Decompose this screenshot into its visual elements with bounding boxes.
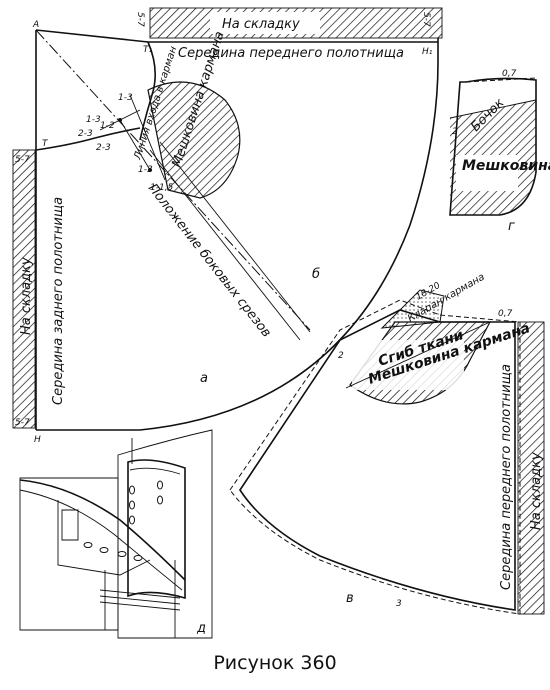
panel-letter-a: а [200, 371, 208, 386]
point-T1: Т₁ [143, 45, 152, 55]
mark-5-7-top: 5-7 [135, 12, 145, 27]
main-pattern [12, 7, 443, 431]
label-front-middle-v: Середина переднего полотнища [499, 364, 514, 590]
panel-letter-g: г [508, 219, 515, 234]
mark-1-2: 1-2 [100, 121, 115, 131]
fold-strip-right [518, 322, 544, 614]
label-front-middle-top: Середина переднего полотнища [178, 46, 404, 61]
mark-2-3a: 2-3 [78, 129, 93, 139]
mark-5-7-top-right: 5-7 [421, 12, 431, 27]
point-T: Т [42, 139, 49, 149]
mark-1-3: 1-3 [86, 115, 101, 125]
inset-g: 0,7 2 Бочок Мешковина кармана г [449, 69, 550, 234]
panel-letter-b: б [312, 267, 320, 282]
point-H: Н [34, 435, 41, 445]
mark-2-3b: 2-3 [96, 143, 111, 153]
label-back-middle: Середина заднего полотнища [51, 197, 66, 405]
label-fold-left: На складку [19, 257, 34, 335]
point-A: А [32, 20, 39, 30]
label-fold-top: На складку [222, 17, 300, 32]
mark-1-1-5: 1-1,5 [150, 183, 174, 193]
panel-letter-v: в [346, 591, 354, 606]
mark-1-3b: 1-3 [118, 93, 133, 103]
mark-0-7-v: 0,7 [498, 309, 513, 319]
pocket-bag-shape [147, 81, 241, 199]
mark-5-7-left-top: 5-7 [15, 155, 30, 165]
mark-3-v: 3 [396, 599, 402, 609]
panel-letter-d: д [196, 621, 206, 636]
fold-strip-left [13, 150, 35, 428]
inset-label-bag: Мешковина кармана [462, 158, 550, 174]
panel-d-sketch: д [19, 429, 213, 639]
mark-5-7-left-bot: 5-7 [15, 418, 30, 428]
figure-caption: Рисунок 360 [213, 652, 337, 674]
panel-v: 18-20 0,7 2 3 Клапан кармана Сгиб ткани … [229, 272, 545, 615]
inset-mark-0-7: 0,7 [502, 69, 517, 79]
mark-1-3c: 1-3 [138, 165, 153, 175]
inset-mark-2: 2 [452, 127, 458, 137]
point-H1: Н₁ [422, 47, 433, 57]
mark-2-v: 2 [338, 351, 344, 361]
label-fold-right: На складку [529, 452, 544, 530]
